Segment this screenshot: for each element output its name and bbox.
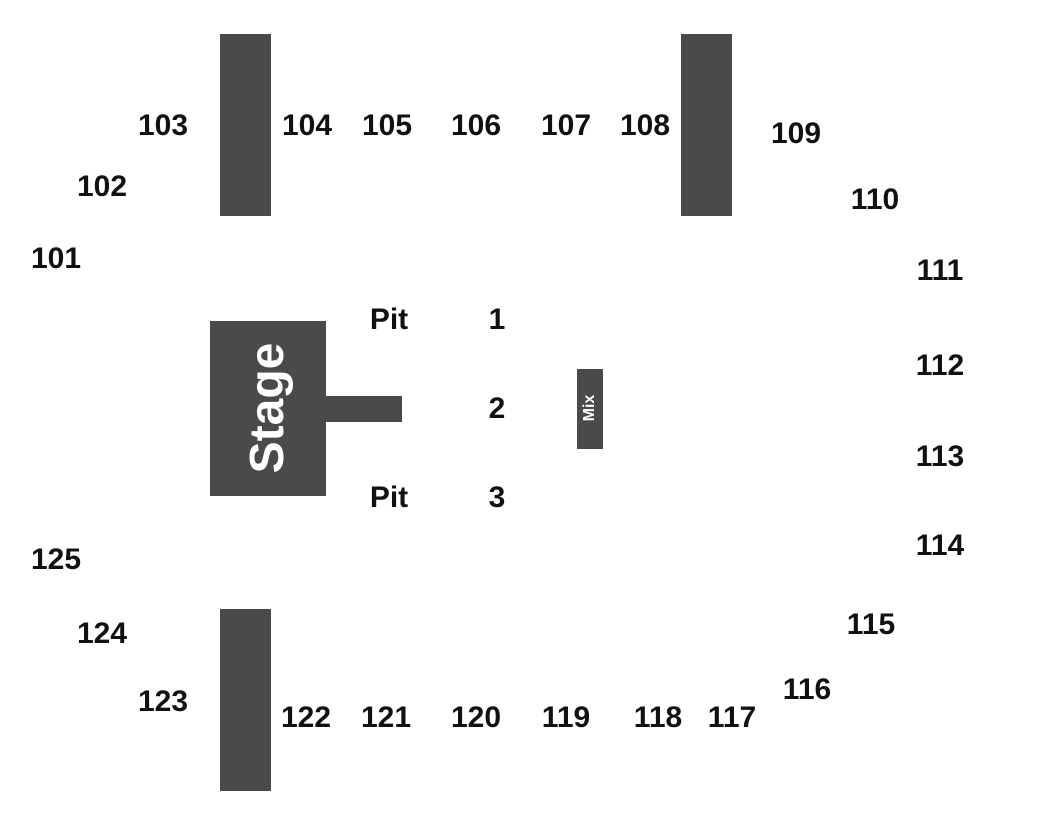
pit-top-label[interactable]: Pit xyxy=(369,303,409,336)
section-122[interactable]: 122 xyxy=(280,701,332,734)
barrier-bottom-left xyxy=(220,609,271,791)
section-112[interactable]: 112 xyxy=(915,349,965,382)
barrier-top-right xyxy=(681,34,732,216)
section-123[interactable]: 123 xyxy=(137,685,189,718)
section-117[interactable]: 117 xyxy=(707,701,757,734)
section-119[interactable]: 119 xyxy=(541,701,591,734)
stage[interactable]: Stage xyxy=(210,321,326,496)
section-101[interactable]: 101 xyxy=(30,242,82,275)
floor-section-1[interactable]: 1 xyxy=(488,303,506,336)
section-116[interactable]: 116 xyxy=(782,673,832,706)
section-106[interactable]: 106 xyxy=(450,109,502,142)
section-104[interactable]: 104 xyxy=(281,109,333,142)
section-121[interactable]: 121 xyxy=(360,701,412,734)
section-105[interactable]: 105 xyxy=(361,109,413,142)
stage-runway xyxy=(325,396,402,422)
section-109[interactable]: 109 xyxy=(770,117,822,150)
barrier-top-left xyxy=(220,34,271,216)
section-108[interactable]: 108 xyxy=(619,109,671,142)
section-118[interactable]: 118 xyxy=(633,701,683,734)
floor-section-3[interactable]: 3 xyxy=(488,481,506,514)
floor-section-2[interactable]: 2 xyxy=(488,392,506,425)
stage-label: Stage xyxy=(241,342,294,474)
pit-bottom-label[interactable]: Pit xyxy=(369,481,409,514)
mix-position: Mix xyxy=(577,369,603,449)
section-111[interactable]: 111 xyxy=(916,254,964,287)
section-113[interactable]: 113 xyxy=(915,440,965,473)
section-102[interactable]: 102 xyxy=(76,170,128,203)
section-103[interactable]: 103 xyxy=(137,109,189,142)
section-114[interactable]: 114 xyxy=(915,529,965,562)
section-124[interactable]: 124 xyxy=(76,617,128,650)
section-115[interactable]: 115 xyxy=(846,608,896,641)
section-107[interactable]: 107 xyxy=(540,109,592,142)
mix-label: Mix xyxy=(581,394,598,422)
section-125[interactable]: 125 xyxy=(30,543,82,576)
section-110[interactable]: 110 xyxy=(850,183,900,216)
section-120[interactable]: 120 xyxy=(450,701,502,734)
